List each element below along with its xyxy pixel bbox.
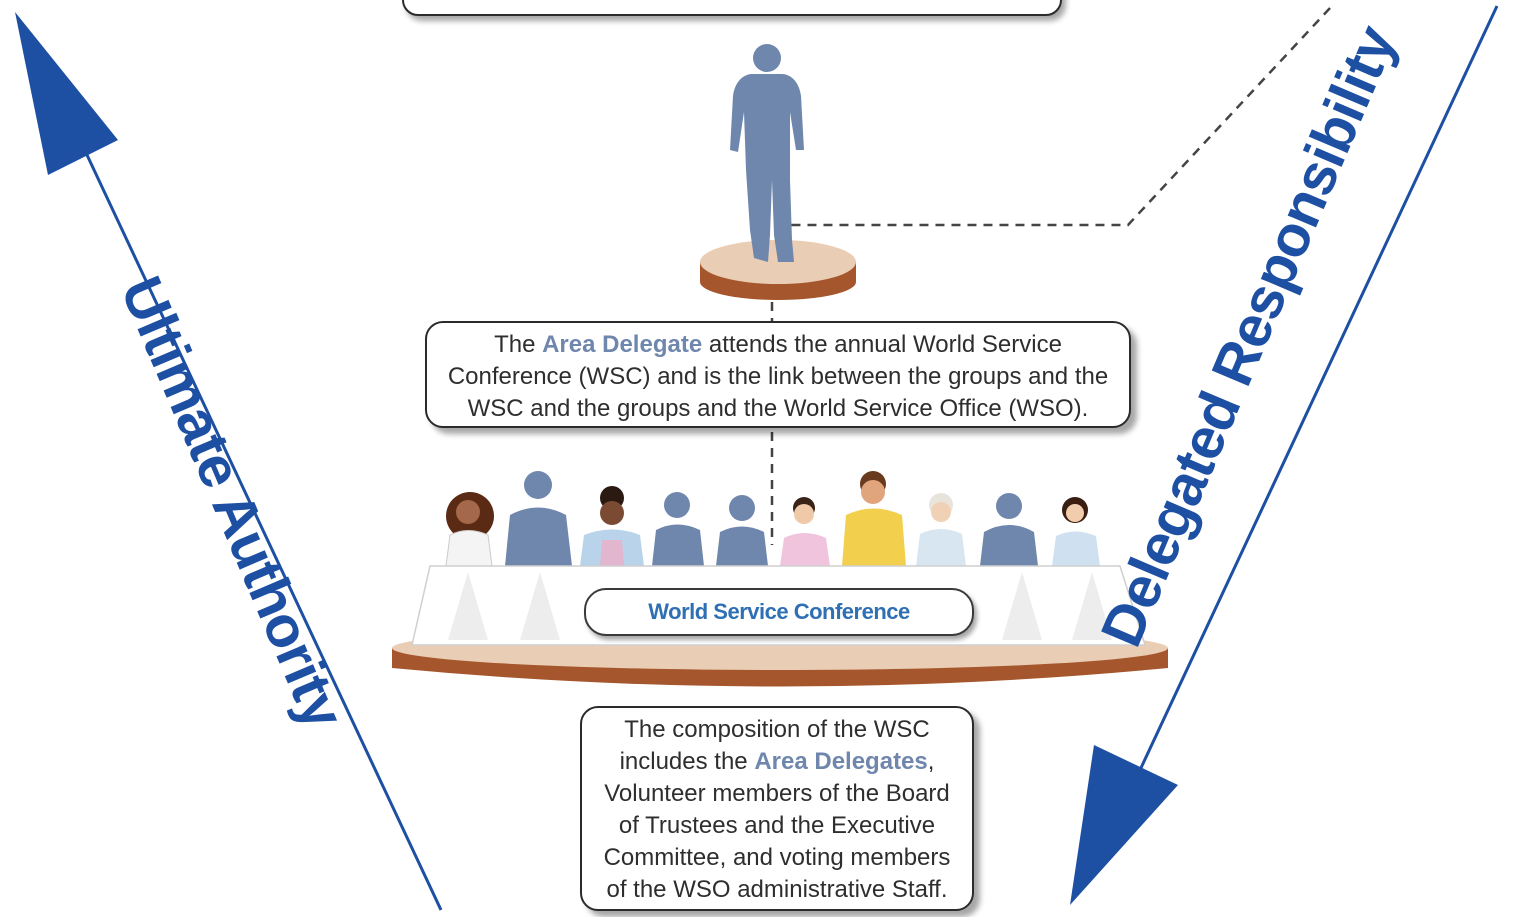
area-delegates-highlight: Area Delegates — [754, 748, 928, 775]
composition-line-2: includes the Area Delegates, — [619, 748, 935, 775]
delegated-responsibility-arrow — [1070, 5, 1499, 905]
delegate-callout-line-1: The Area Delegate attends the annual Wor… — [494, 331, 1062, 358]
world-service-conference-label: World Service Conference — [584, 588, 974, 636]
composition-line-5: Committee, and voting members — [603, 844, 951, 871]
composition-line-1: The composition of the WSC — [624, 716, 930, 743]
composition-line-4: of Trustees and the Executive — [618, 812, 936, 839]
ultimate-authority-arrow — [15, 12, 443, 911]
area-delegate-callout: The Area Delegate attends the annual Wor… — [425, 321, 1131, 428]
composition-line-6: of the WSO administrative Staff. — [606, 876, 948, 903]
wsc-composition-callout: The composition of the WSC includes the … — [580, 706, 974, 911]
delegate-callout-line-2: Conference (WSC) and is the link between… — [447, 363, 1109, 390]
composition-line-3: Volunteer members of the Board — [604, 780, 950, 807]
delegate-figure-icon — [730, 44, 804, 262]
dashed-connector — [770, 7, 1331, 545]
delegate-callout-line-3: WSC and the groups and the World Service… — [467, 395, 1089, 422]
conference-members-icon — [445, 471, 1100, 567]
area-delegate-highlight: Area Delegate — [542, 331, 703, 358]
